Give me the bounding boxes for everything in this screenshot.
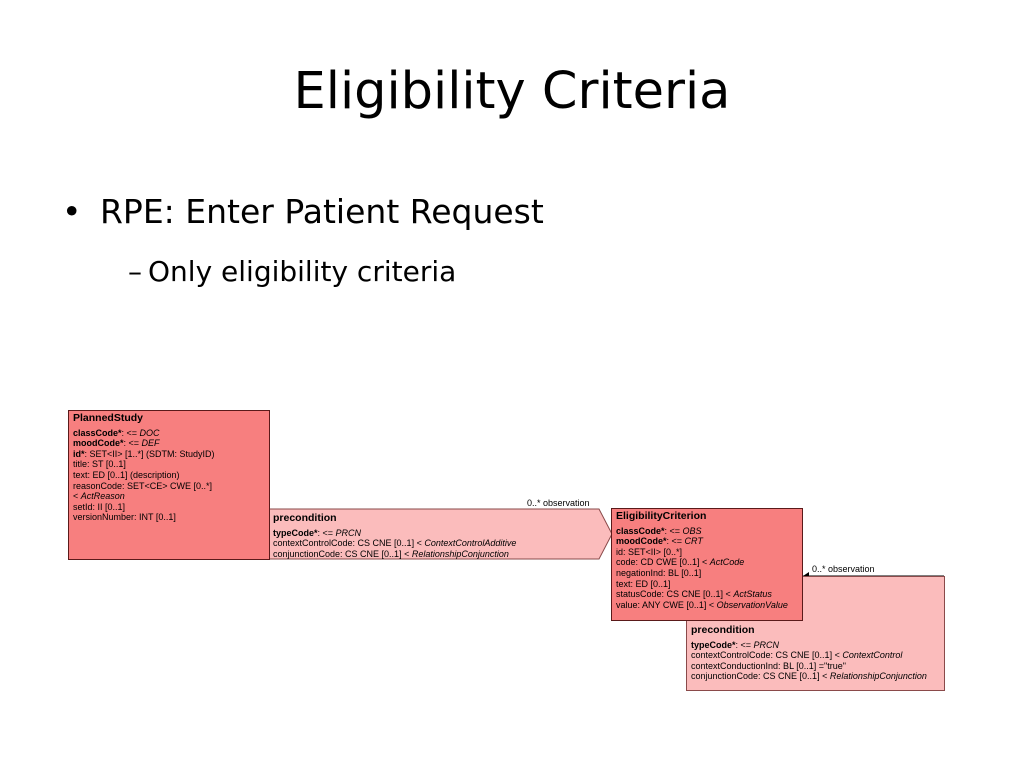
attribute-rest: id: SET<II> [0..*] xyxy=(616,546,683,557)
attribute-row: classCode*: <= OBS xyxy=(616,526,798,537)
attribute-rest: code: CD CWE [0..1] < xyxy=(616,557,710,568)
sub-bullet-dash: – xyxy=(128,255,142,288)
attribute-ital: DEF xyxy=(141,438,160,449)
eligibility-criterion-title: EligibilityCriterion xyxy=(616,510,707,522)
attribute-ital: ActCode xyxy=(709,557,745,568)
attribute-rest: text: ED [0..1] xyxy=(616,578,671,589)
attribute-row: versionNumber: INT [0..1] xyxy=(73,512,265,523)
attribute-row: contextControlCode: CS CNE [0..1] < Cont… xyxy=(691,650,940,661)
attribute-row: value: ANY CWE [0..1] < ObservationValue xyxy=(616,600,798,611)
bullet-text: RPE: Enter Patient Request xyxy=(100,192,544,231)
attribute-ital: ContextControl xyxy=(842,650,903,661)
sub-bullet-text: Only eligibility criteria xyxy=(148,255,457,288)
attribute-row: negationInd: BL [0..1] xyxy=(616,568,798,579)
attribute-row: typeCode*: <= PRCN xyxy=(691,640,940,651)
attribute-bold: classCode* xyxy=(73,427,122,438)
attribute-rest: text: ED [0..1] (description) xyxy=(73,469,180,480)
attribute-bold: id* xyxy=(73,448,85,459)
sub-bullet-item: –Only eligibility criteria xyxy=(128,255,456,288)
attribute-rest: : <= xyxy=(664,525,683,536)
attribute-row: statusCode: CS CNE [0..1] < ActStatus xyxy=(616,589,798,600)
slide-title: Eligibility Criteria xyxy=(293,62,731,121)
attribute-rest: contextConductionInd: BL [0..1] ="true" xyxy=(691,660,846,671)
attribute-rest: < xyxy=(73,491,81,502)
attribute-ital: ActReason xyxy=(80,491,125,502)
attribute-rest: contextControlCode: CS CNE [0..1] < xyxy=(273,538,425,549)
attribute-row: setId: II [0..1] xyxy=(73,502,265,513)
attribute-bold: moodCode* xyxy=(73,438,124,449)
attribute-rest: conjunctionCode: CS CNE [0..1] < xyxy=(691,671,830,682)
attribute-ital: RelationshipConjunction xyxy=(829,671,927,682)
attribute-rest: : <= xyxy=(123,438,142,449)
attribute-row: moodCode*: <= CRT xyxy=(616,536,798,547)
attribute-ital: PRCN xyxy=(335,527,362,538)
attribute-rest: title: ST [0..1] xyxy=(73,459,126,470)
attribute-row: contextControlCode: CS CNE [0..1] < Cont… xyxy=(273,538,595,549)
planned-study-title: PlannedStudy xyxy=(73,412,144,424)
attribute-rest: contextControlCode: CS CNE [0..1] < xyxy=(691,650,843,661)
precondition-2-observation-label: 0..* observation xyxy=(812,564,875,574)
attribute-rest: statusCode: CS CNE [0..1] < xyxy=(616,589,734,600)
attribute-rest: : <= xyxy=(317,527,336,538)
attribute-row: moodCode*: <= DEF xyxy=(73,438,265,449)
attribute-row: code: CD CWE [0..1] < ActCode xyxy=(616,557,798,568)
attribute-row: contextConductionInd: BL [0..1] ="true" xyxy=(691,661,940,672)
attribute-row: conjunctionCode: CS CNE [0..1] < Relatio… xyxy=(273,549,595,560)
attribute-rest: : <= xyxy=(735,639,754,650)
attribute-ital: ContextControlAdditive xyxy=(424,538,517,549)
attribute-rest: negationInd: BL [0..1] xyxy=(616,567,702,578)
attribute-row: < ActReason xyxy=(73,491,265,502)
attribute-ital: ActStatus xyxy=(733,589,772,600)
attribute-row: text: ED [0..1] xyxy=(616,579,798,590)
attribute-rest: value: ANY CWE [0..1] < xyxy=(616,599,717,610)
attribute-rest: reasonCode: SET<CE> CWE [0..*] xyxy=(73,480,213,491)
attribute-row: conjunctionCode: CS CNE [0..1] < Relatio… xyxy=(691,671,940,682)
attribute-row: text: ED [0..1] (description) xyxy=(73,470,265,481)
bullet-dot: • xyxy=(62,192,82,231)
attribute-ital: DOC xyxy=(139,427,160,438)
attribute-rest: : SET<II> [1..*] (SDTM: StudyID) xyxy=(84,448,215,459)
attribute-ital: RelationshipConjunction xyxy=(411,548,509,559)
attribute-bold: typeCode* xyxy=(691,639,736,650)
attribute-rest: : <= xyxy=(666,536,685,547)
precondition-1-title: precondition xyxy=(273,512,337,524)
attribute-rest: versionNumber: INT [0..1] xyxy=(73,512,176,523)
attribute-rest: : <= xyxy=(121,427,140,438)
attribute-bold: typeCode* xyxy=(273,527,318,538)
attribute-row: classCode*: <= DOC xyxy=(73,428,265,439)
attribute-row: id*: SET<II> [1..*] (SDTM: StudyID) xyxy=(73,449,265,460)
attribute-ital: ObservationValue xyxy=(716,599,788,610)
attribute-row: typeCode*: <= PRCN xyxy=(273,528,595,539)
attribute-ital: OBS xyxy=(682,525,702,536)
attribute-row: reasonCode: SET<CE> CWE [0..*] xyxy=(73,481,265,492)
attribute-rest: setId: II [0..1] xyxy=(73,501,126,512)
attribute-row: title: ST [0..1] xyxy=(73,459,265,470)
attribute-row: id: SET<II> [0..*] xyxy=(616,547,798,558)
precondition-1-observation-label: 0..* observation xyxy=(527,498,590,508)
attribute-bold: moodCode* xyxy=(616,536,667,547)
attribute-ital: CRT xyxy=(684,536,703,547)
precondition-2-title: precondition xyxy=(691,624,755,636)
attribute-rest: conjunctionCode: CS CNE [0..1] < xyxy=(273,548,412,559)
attribute-bold: classCode* xyxy=(616,525,665,536)
attribute-ital: PRCN xyxy=(753,639,780,650)
